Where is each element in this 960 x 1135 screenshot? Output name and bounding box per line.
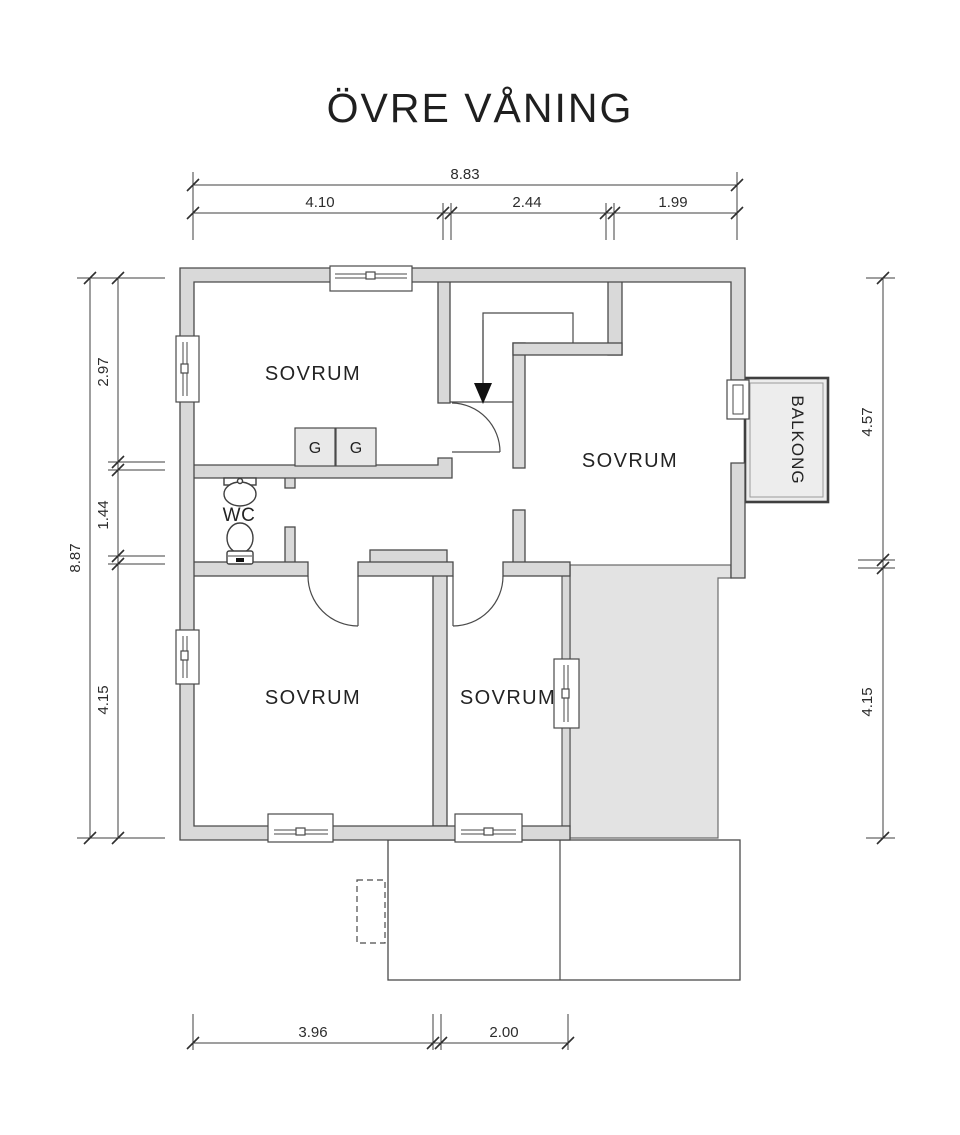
window-bottom-middle — [454, 813, 523, 843]
stair-down-arrow-icon — [474, 383, 492, 404]
exterior-walls — [179, 267, 746, 841]
bedroom-bottom-left-label: SOVRUM — [265, 687, 361, 709]
dimensions-left: 8.87 2.97 1.44 4.15 — [67, 271, 165, 845]
dimensions-bottom: 3.96 2.00 — [186, 1014, 575, 1050]
dim-top-total: 8.83 — [450, 166, 479, 183]
dim-top-seg2: 2.44 — [512, 194, 541, 211]
door-bedroom-bottom-middle — [452, 575, 504, 627]
wc-fixtures — [223, 477, 257, 565]
interior-walls — [187, 273, 623, 827]
dimensions-right: 4.57 4.15 — [858, 271, 895, 845]
bedroom-top-left-label: SOVRUM — [265, 363, 361, 385]
wall-stair-stub-lower — [512, 509, 526, 571]
attic-area — [569, 564, 732, 839]
balcony: BALKONG — [743, 376, 830, 504]
window-left-upper — [175, 335, 200, 403]
window-left-lower — [175, 629, 200, 685]
dim-top-seg3: 1.99 — [658, 194, 687, 211]
exterior-wall-right-lower — [730, 462, 746, 579]
door-bedroom-bottom-left — [307, 575, 359, 627]
chimney-dashed-outline — [356, 879, 386, 944]
exterior-wall-main — [179, 267, 746, 841]
dim-left-seg3: 4.15 — [95, 685, 112, 714]
wall-stair-vertical — [512, 342, 526, 469]
closet-right-label: G — [350, 440, 362, 457]
closet-left-box — [294, 427, 336, 467]
door-bedroom-top-left — [451, 402, 501, 453]
dim-top-seg1: 4.10 — [305, 194, 334, 211]
window-bottom-left — [267, 813, 334, 843]
sink-icon — [223, 477, 257, 507]
dim-bottom-seg2: 2.00 — [489, 1024, 518, 1041]
lower-roof-outline — [356, 839, 741, 981]
doors — [307, 402, 504, 627]
wall-middle-center — [357, 561, 454, 577]
wall-lower-bedrooms-divider — [432, 565, 448, 827]
toilet-icon — [226, 522, 254, 565]
dim-left-seg2: 1.44 — [95, 500, 112, 529]
dimensions-top: 8.83 4.10 2.44 1.99 — [186, 166, 744, 240]
balcony-label: BALKONG — [788, 395, 807, 484]
balcony-door — [726, 379, 750, 420]
wall-middle-right — [502, 561, 571, 577]
toilet-seat-mark — [236, 558, 244, 562]
dim-right-seg2: 4.15 — [859, 687, 876, 716]
dim-left-seg1: 2.97 — [95, 357, 112, 386]
bedroom-top-right-label: SOVRUM — [582, 450, 678, 472]
dim-right-seg1: 4.57 — [859, 407, 876, 436]
dim-left-total: 8.87 — [67, 543, 84, 572]
closets: G G — [294, 427, 377, 467]
wall-wc-stub-lower — [284, 526, 296, 568]
windows — [175, 265, 750, 843]
closet-left-label: G — [309, 440, 321, 457]
window-top — [329, 265, 413, 292]
wall-stair-horizontal — [512, 342, 623, 356]
bedroom-bottom-middle-label: SOVRUM — [460, 687, 556, 709]
wc-label: WC — [223, 505, 256, 526]
dim-bottom-seg1: 3.96 — [298, 1024, 327, 1041]
closet-right-box — [335, 427, 377, 467]
wall-bedroom-tl-east — [437, 273, 451, 404]
window-right-middle — [553, 658, 580, 729]
page-title: ÖVRE VÅNING — [327, 85, 634, 131]
staircase — [450, 312, 574, 404]
